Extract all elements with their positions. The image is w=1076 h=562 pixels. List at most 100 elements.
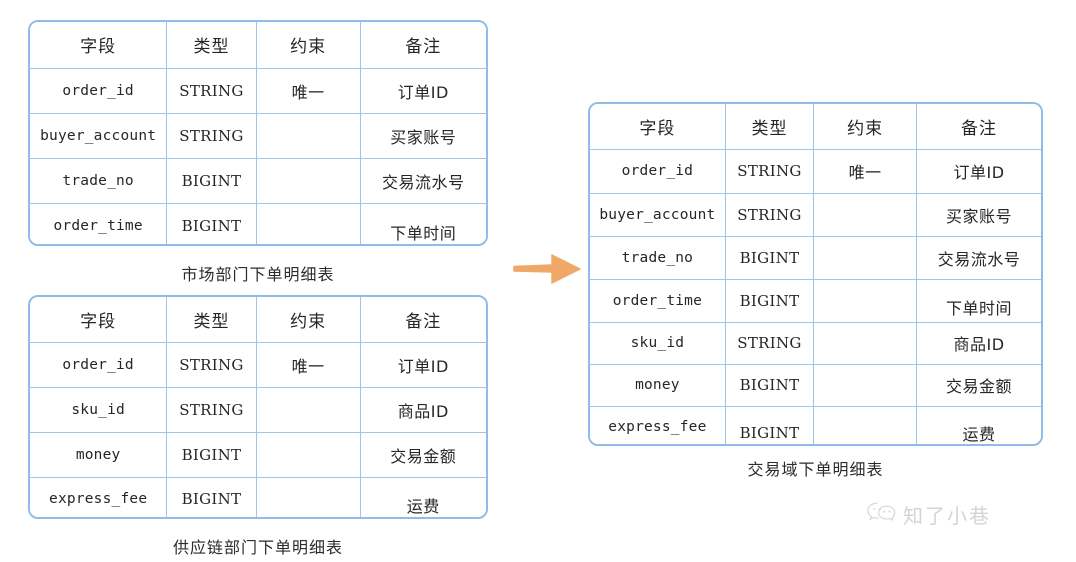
table-row: money BIGINT 交易金额 xyxy=(590,364,1041,407)
cell-constraint xyxy=(256,432,361,478)
table-market-order-detail: 字段 类型 约束 备注 order_id STRING 唯一 订单ID buye… xyxy=(28,20,488,246)
cell-note: 下单时间 xyxy=(916,285,1041,329)
cell-field: sku_id xyxy=(590,322,726,365)
column-header-type: 类型 xyxy=(166,22,257,69)
column-header-field: 字段 xyxy=(30,22,168,69)
cell-note: 订单ID xyxy=(360,68,486,114)
table-header-row: 字段 类型 约束 备注 xyxy=(30,297,486,343)
cell-note: 订单ID xyxy=(916,149,1041,194)
cell-constraint xyxy=(813,322,917,365)
table-row: trade_no BIGINT 交易流水号 xyxy=(590,236,1041,280)
wechat-icon xyxy=(866,501,896,529)
cell-constraint xyxy=(813,406,917,444)
table-row: express_fee BIGINT 运费 xyxy=(590,406,1041,445)
cell-field: order_id xyxy=(30,342,168,388)
caption-market-order-detail: 市场部门下单明细表 xyxy=(181,265,335,284)
cell-constraint xyxy=(813,364,917,407)
column-header-note: 备注 xyxy=(916,104,1041,150)
cell-field: express_fee xyxy=(30,477,168,517)
cell-type: BIGINT xyxy=(166,203,257,244)
table-row: order_id STRING 唯一 订单ID xyxy=(590,149,1041,194)
cell-field: order_id xyxy=(30,68,168,114)
merge-arrow xyxy=(512,252,582,286)
table-trade-domain-order-detail: 字段 类型 约束 备注 order_id STRING 唯一 订单ID buye… xyxy=(588,102,1043,446)
cell-field: order_id xyxy=(590,149,726,194)
cell-constraint xyxy=(813,236,917,280)
cell-constraint xyxy=(813,193,917,237)
cell-constraint xyxy=(256,387,361,433)
table-header-row: 字段 类型 约束 备注 xyxy=(590,104,1041,150)
cell-type: BIGINT xyxy=(725,279,815,323)
cell-type: BIGINT xyxy=(166,158,257,204)
table-row: money BIGINT 交易金额 xyxy=(30,432,486,478)
cell-field: money xyxy=(30,432,168,478)
cell-note: 交易金额 xyxy=(916,364,1041,407)
caption-trade-domain-order-detail: 交易域下单明细表 xyxy=(747,460,884,479)
cell-constraint xyxy=(256,203,361,244)
cell-constraint xyxy=(813,279,917,323)
column-header-type: 类型 xyxy=(725,104,815,150)
cell-field: order_time xyxy=(30,203,168,244)
table-row: trade_no BIGINT 交易流水号 xyxy=(30,158,486,204)
cell-constraint: 唯一 xyxy=(256,342,361,388)
cell-constraint: 唯一 xyxy=(813,149,917,194)
cell-field: buyer_account xyxy=(590,193,726,237)
cell-field: money xyxy=(590,364,726,407)
cell-note: 商品ID xyxy=(360,387,486,433)
cell-constraint xyxy=(256,477,361,517)
cell-type: BIGINT xyxy=(166,432,257,478)
cell-note: 商品ID xyxy=(916,322,1041,365)
cell-note: 交易金额 xyxy=(360,432,486,478)
cell-note: 下单时间 xyxy=(390,223,457,243)
column-header-constraint: 约束 xyxy=(256,22,361,69)
cell-note: 交易流水号 xyxy=(360,158,486,204)
cell-field: order_time xyxy=(590,279,726,323)
cell-type: STRING xyxy=(725,149,815,194)
cell-type: STRING xyxy=(166,113,257,159)
table-row: order_id STRING 唯一 订单ID xyxy=(30,68,486,114)
cell-note: 买家账号 xyxy=(360,113,486,159)
cell-type: BIGINT xyxy=(725,412,815,444)
table-row: sku_id STRING 商品ID xyxy=(590,322,1041,365)
cell-field: buyer_account xyxy=(30,113,168,159)
table-header-row: 字段 类型 约束 备注 xyxy=(30,22,486,69)
column-header-field: 字段 xyxy=(590,104,726,150)
table-row: sku_id STRING 商品ID xyxy=(30,387,486,433)
table-row: order_time BIGINT 下单时间 xyxy=(590,279,1041,329)
column-header-type: 类型 xyxy=(166,297,257,343)
cell-field: trade_no xyxy=(590,236,726,280)
cell-note: 订单ID xyxy=(360,342,486,388)
cell-type: STRING xyxy=(725,193,815,237)
table-row: buyer_account STRING 买家账号 xyxy=(590,193,1041,237)
column-header-constraint: 约束 xyxy=(813,104,917,150)
table-row: buyer_account STRING 买家账号 xyxy=(30,113,486,159)
table-row: express_fee BIGINT 运费 xyxy=(30,477,486,517)
cell-constraint xyxy=(256,158,361,204)
cell-type: BIGINT xyxy=(725,364,815,407)
column-header-field: 字段 xyxy=(30,297,168,343)
column-header-note: 备注 xyxy=(360,297,486,343)
cell-type: STRING xyxy=(166,68,257,114)
column-header-note: 备注 xyxy=(360,22,486,69)
cell-note: 买家账号 xyxy=(916,193,1041,237)
cell-note: 运费 xyxy=(406,497,440,517)
table-supply-chain-order-detail: 字段 类型 约束 备注 order_id STRING 唯一 订单ID sku_… xyxy=(28,295,488,519)
cell-field: sku_id xyxy=(30,387,168,433)
cell-field: trade_no xyxy=(30,158,168,204)
cell-type: BIGINT xyxy=(166,477,257,517)
cell-type: BIGINT xyxy=(725,236,815,280)
watermark: 知了小巷 xyxy=(866,500,991,529)
cell-type: STRING xyxy=(166,387,257,433)
cell-type: STRING xyxy=(725,322,815,365)
cell-type: STRING xyxy=(166,342,257,388)
table-row: order_id STRING 唯一 订单ID xyxy=(30,342,486,388)
cell-note: 交易流水号 xyxy=(916,236,1041,280)
cell-constraint: 唯一 xyxy=(256,68,361,114)
cell-field: express_fee xyxy=(590,406,726,444)
caption-supply-chain-order-detail: 供应链部门下单明细表 xyxy=(172,538,343,557)
cell-constraint xyxy=(256,113,361,159)
table-row: order_time BIGINT 下单时间 xyxy=(30,203,486,244)
cell-note: 运费 xyxy=(962,425,996,445)
column-header-constraint: 约束 xyxy=(256,297,361,343)
